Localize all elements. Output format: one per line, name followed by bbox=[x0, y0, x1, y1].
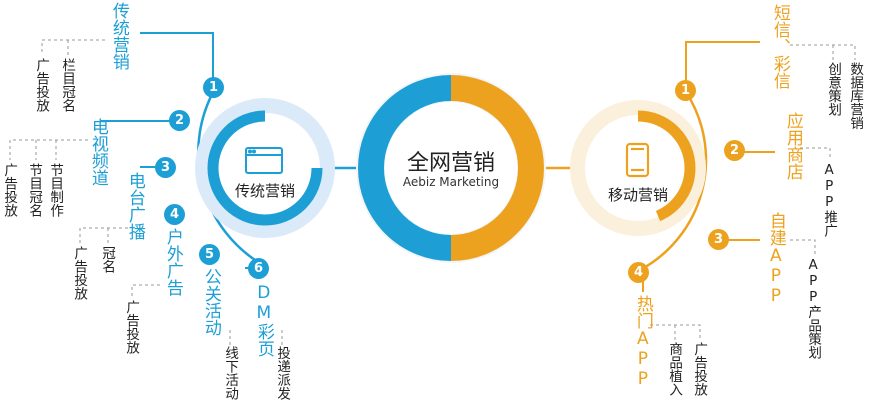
left-leaf-connectors bbox=[9, 39, 283, 345]
left-node-3: 3 bbox=[155, 157, 176, 178]
left-node-2: 2 bbox=[169, 110, 190, 131]
right-hub-ring bbox=[585, 115, 691, 221]
left-hub-label: 传统营销 bbox=[234, 182, 295, 200]
right-leaf-1-2: 数据库营销 bbox=[847, 62, 864, 130]
left-leaf-3-2: 冠名 bbox=[99, 246, 116, 273]
center-ring-orange bbox=[450, 75, 544, 261]
left-hub-ring-progress bbox=[207, 110, 323, 226]
left-leaf-1-1: 广告投放 bbox=[33, 58, 50, 112]
left-node-1: 1 bbox=[203, 77, 224, 98]
left-leaf-2-2: 节目冠名 bbox=[26, 163, 43, 217]
right-node-4: 4 bbox=[628, 262, 649, 283]
left-label-1: 传统营销 bbox=[108, 2, 129, 70]
right-label-3: 自建APP bbox=[765, 212, 786, 306]
center-subtitle: Aebiz Marketing bbox=[402, 175, 500, 189]
right-node-3: 3 bbox=[708, 229, 729, 250]
left-leaf-2-1: 广告投放 bbox=[1, 163, 18, 217]
right-leaf-2-1: APP推广 bbox=[821, 162, 838, 237]
left-node-5: 5 bbox=[199, 244, 220, 265]
right-leaf-connectors bbox=[650, 44, 856, 340]
right-hub-label: 移动营销 bbox=[607, 186, 668, 204]
left-node-4: 4 bbox=[164, 204, 185, 225]
right-hub-ring-progress bbox=[637, 110, 696, 222]
left-label-6: DM彩页 bbox=[253, 283, 274, 357]
right-leaf-1-1: 创意策划 bbox=[825, 62, 842, 116]
left-label-2: 电视频道 bbox=[87, 118, 108, 186]
right-node-1: 1 bbox=[675, 80, 696, 101]
left-leaf-2-3: 节目制作 bbox=[47, 163, 64, 217]
center-ring-blue bbox=[358, 75, 452, 261]
right-label-2: 应用商店 bbox=[782, 112, 803, 180]
left-node-6: 6 bbox=[248, 258, 269, 279]
left-leaf-4-1: 广告投放 bbox=[123, 300, 140, 354]
browser-window-icon bbox=[245, 147, 283, 174]
right-node-2: 2 bbox=[724, 140, 745, 161]
center-inner bbox=[385, 102, 517, 234]
left-leaf-3-1: 广告投放 bbox=[71, 246, 88, 300]
right-label-4: 热门APP bbox=[632, 295, 653, 389]
right-leaf-4-2: 广告投放 bbox=[691, 342, 708, 396]
center-title: 全网营销 bbox=[406, 151, 495, 176]
left-leaf-6-1: 投递派发 bbox=[274, 346, 291, 400]
smartphone-icon bbox=[625, 142, 650, 178]
left-leaf-1-2: 栏目冠名 bbox=[59, 58, 76, 112]
left-hub-ring bbox=[210, 113, 320, 223]
left-label-5: 公关活动 bbox=[200, 268, 221, 336]
left-label-4: 户外广告 bbox=[162, 228, 183, 296]
right-label-1: 短信、彩信 bbox=[769, 4, 790, 89]
left-label-3: 电台广播 bbox=[124, 172, 145, 240]
right-leaf-3-1: APP产品策划 bbox=[805, 257, 822, 359]
left-leaf-5-1: 线下活动 bbox=[222, 346, 239, 400]
right-leaf-4-1: 商品植入 bbox=[666, 342, 683, 396]
